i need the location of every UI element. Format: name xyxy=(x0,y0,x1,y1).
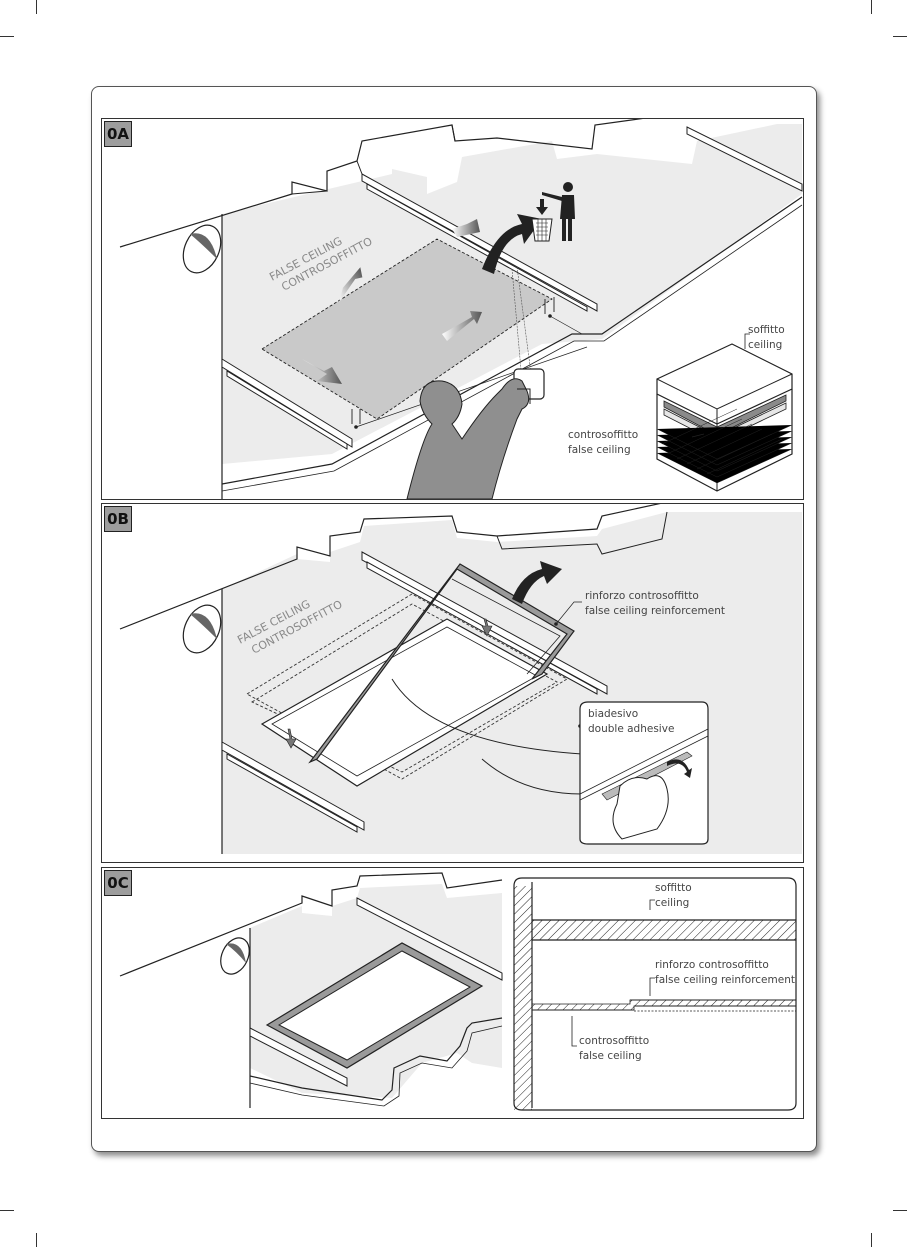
panel-tag: 0B xyxy=(104,506,132,532)
arrow-icon xyxy=(667,759,692,778)
ceiling-edge xyxy=(221,196,803,485)
label-false-ceiling-en: false ceiling xyxy=(568,444,631,456)
label-adhesive-en: double adhesive xyxy=(588,723,675,735)
ceiling-outline xyxy=(119,119,643,248)
crop-mark xyxy=(893,1210,907,1211)
panel-0c-illustration xyxy=(119,872,797,1111)
label-reinforcement-en: false ceiling reinforcement xyxy=(655,974,795,986)
panel-0a: FALSE CEILING CONTROSOFFITTO 0A soffitto… xyxy=(101,118,804,500)
panel-0b: FALSE CEILING CONTROSOFFITTO 0B rinforzo… xyxy=(101,503,804,863)
arrow-icon xyxy=(482,214,542,274)
label-reinforcement-it: rinforzo controsoffitto xyxy=(585,590,699,602)
label-reinforcement-it: rinforzo controsoffitto xyxy=(655,959,769,971)
arrow-icon xyxy=(481,618,493,637)
spotlight-icon xyxy=(220,937,250,975)
crop-mark xyxy=(871,0,872,14)
arrow-icon xyxy=(512,561,562,604)
panel-tag: 0C xyxy=(104,870,132,896)
panel-0b-illustration: FALSE CEILING CONTROSOFFITTO xyxy=(119,504,802,854)
panel-tag: 0A xyxy=(104,121,132,147)
crop-mark xyxy=(36,0,37,14)
ceiling-outline xyxy=(119,504,661,630)
reinforcement-frame xyxy=(308,563,575,764)
adhesive-inset xyxy=(579,701,709,845)
label-reinforcement-en: false ceiling reinforcement xyxy=(585,605,725,617)
ceiling-rail xyxy=(221,551,608,833)
ceiling-rail xyxy=(221,126,803,450)
label-ceiling-it: soffitto xyxy=(655,882,692,894)
crop-mark xyxy=(0,36,14,37)
crop-mark xyxy=(893,36,907,37)
crop-mark xyxy=(36,1233,37,1247)
label-false-ceiling-en: false ceiling xyxy=(579,1050,642,1062)
arrow-icon xyxy=(302,219,482,384)
person-icon xyxy=(542,182,575,241)
panel-0c: 0C soffitto ceiling rinforzo controsoffi… xyxy=(101,867,804,1119)
ceiling-cube-diagram xyxy=(656,333,793,492)
ceiling-rail xyxy=(249,897,503,1087)
panel-0a-illustration: FALSE CEILING CONTROSOFFITTO xyxy=(119,119,803,499)
spotlight-icon xyxy=(182,224,222,274)
section-inset xyxy=(513,877,797,1111)
label-ceiling-en: ceiling xyxy=(655,897,690,909)
label-ceiling-en: ceiling xyxy=(748,339,783,351)
crop-mark xyxy=(871,1233,872,1247)
ceiling-outline xyxy=(119,872,503,977)
trash-bin-icon xyxy=(531,199,553,242)
label-adhesive-it: biadesivo xyxy=(588,708,639,720)
label-false-ceiling-it: controsoffitto xyxy=(568,429,639,441)
crop-mark xyxy=(0,1210,14,1211)
spotlight-icon xyxy=(182,604,222,654)
label-false-ceiling-it: controsoffitto xyxy=(579,1035,650,1047)
hand-icon xyxy=(612,775,669,840)
label-ceiling-it: soffitto xyxy=(748,324,785,336)
arrow-icon xyxy=(285,728,297,749)
person-icon xyxy=(406,378,530,499)
